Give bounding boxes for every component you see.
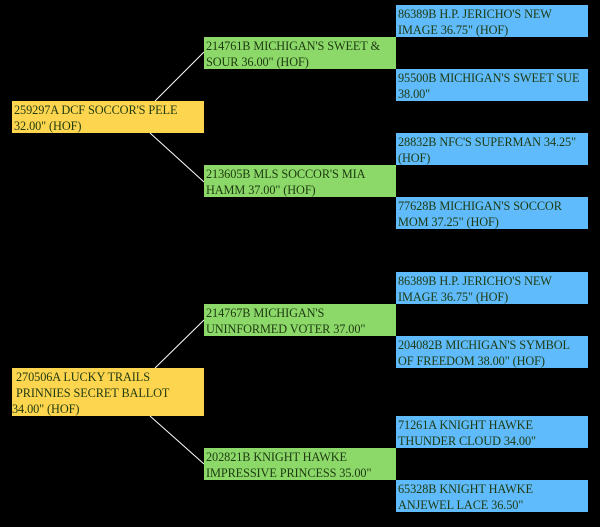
dam-dam-box[interactable]: 77628B MICHIGAN'S SOCCOR MOM 37.25" (HOF… [396, 197, 588, 229]
connector-p1-dam [149, 132, 205, 183]
connector-p2-dam [149, 415, 205, 465]
subject-line-2: PRINNIES SECRET BALLOT [16, 386, 170, 400]
subject-line-1: 270506A LUCKY TRAILS [16, 370, 150, 384]
sire-sire-box[interactable]: 86389B H.P. JERICHO'S NEW IMAGE 36.75" (… [396, 272, 588, 304]
subject-box[interactable]: 259297A DCF SOCCOR'S PELE 32.00" (HOF) [12, 101, 204, 133]
sire-dam-box[interactable]: 95500B MICHIGAN'S SWEET SUE 38.00" [396, 69, 588, 101]
subject-box[interactable]: 270506A LUCKY TRAILS PRINNIES SECRET BAL… [12, 368, 204, 416]
subject-line-3: 34.00" (HOF) [12, 402, 80, 416]
dam-dam-box[interactable]: 65328B KNIGHT HAWKE ANJEWEL LACE 36.50" [396, 480, 588, 512]
sire-box[interactable]: 214761B MICHIGAN'S SWEET & SOUR 36.00" (… [204, 37, 396, 69]
sire-sire-box[interactable]: 86389B H.P. JERICHO'S NEW IMAGE 36.75" (… [396, 5, 588, 37]
sire-dam-box[interactable]: 204082B MICHIGAN'S SYMBOL OF FREEDOM 38.… [396, 336, 588, 368]
dam-sire-box[interactable]: 28832B NFC'S SUPERMAN 34.25" (HOF) [396, 133, 588, 165]
connector-p1-sire [154, 51, 205, 102]
connector-p2-sire [154, 319, 205, 369]
dam-box[interactable]: 213605B MLS SOCCOR'S MIA HAMM 37.00" (HO… [204, 165, 396, 197]
sire-box[interactable]: 214767B MICHIGAN'S UNINFORMED VOTER 37.0… [204, 304, 396, 336]
dam-box[interactable]: 202821B KNIGHT HAWKE IMPRESSIVE PRINCESS… [204, 448, 396, 480]
dam-sire-box[interactable]: 71261A KNIGHT HAWKE THUNDER CLOUD 34.00" [396, 416, 588, 448]
